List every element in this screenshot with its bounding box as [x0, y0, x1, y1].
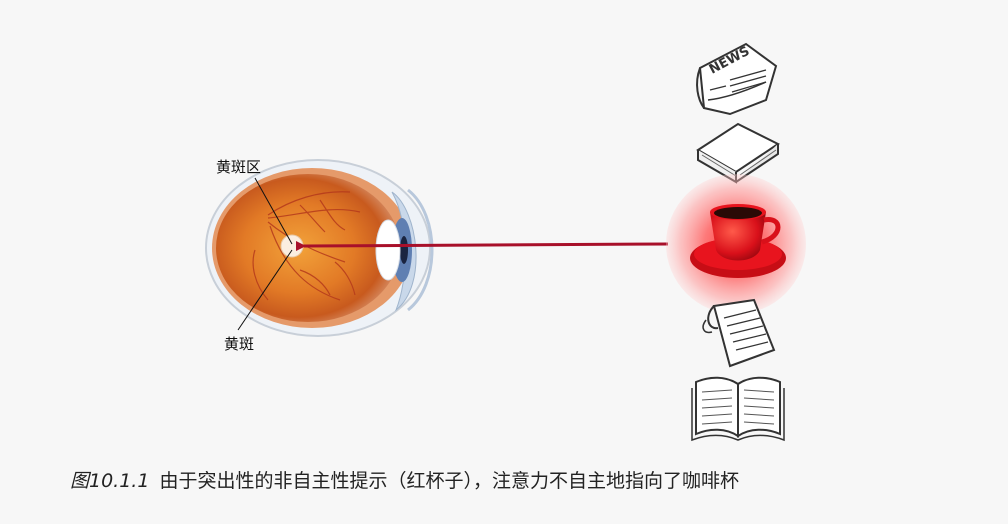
- attention-diagram: 黄斑区 黄斑 NEWS: [205, 42, 806, 442]
- notepad-icon: [702, 298, 776, 368]
- attention-arrow: [295, 241, 669, 252]
- macula-region-leader: [254, 177, 293, 245]
- figure-number: 图10.1.1: [70, 470, 150, 492]
- coffee-cup-icon: [690, 204, 786, 278]
- book-closed-icon: [696, 122, 780, 184]
- figure-caption: 图10.1.1 由于突出性的非自主性提示（红杯子），注意力不自主地指向了咖啡杯: [70, 466, 739, 493]
- eye-illustration: [205, 159, 434, 337]
- macula-label: 黄斑: [224, 335, 254, 353]
- newspaper-icon: NEWS: [696, 42, 778, 116]
- macula-region-label: 黄斑区: [216, 158, 261, 176]
- figure-caption-text: 由于突出性的非自主性提示（红杯子），注意力不自主地指向了咖啡杯: [159, 470, 739, 492]
- macula-leader: [237, 249, 293, 331]
- book-open-icon: [691, 376, 785, 442]
